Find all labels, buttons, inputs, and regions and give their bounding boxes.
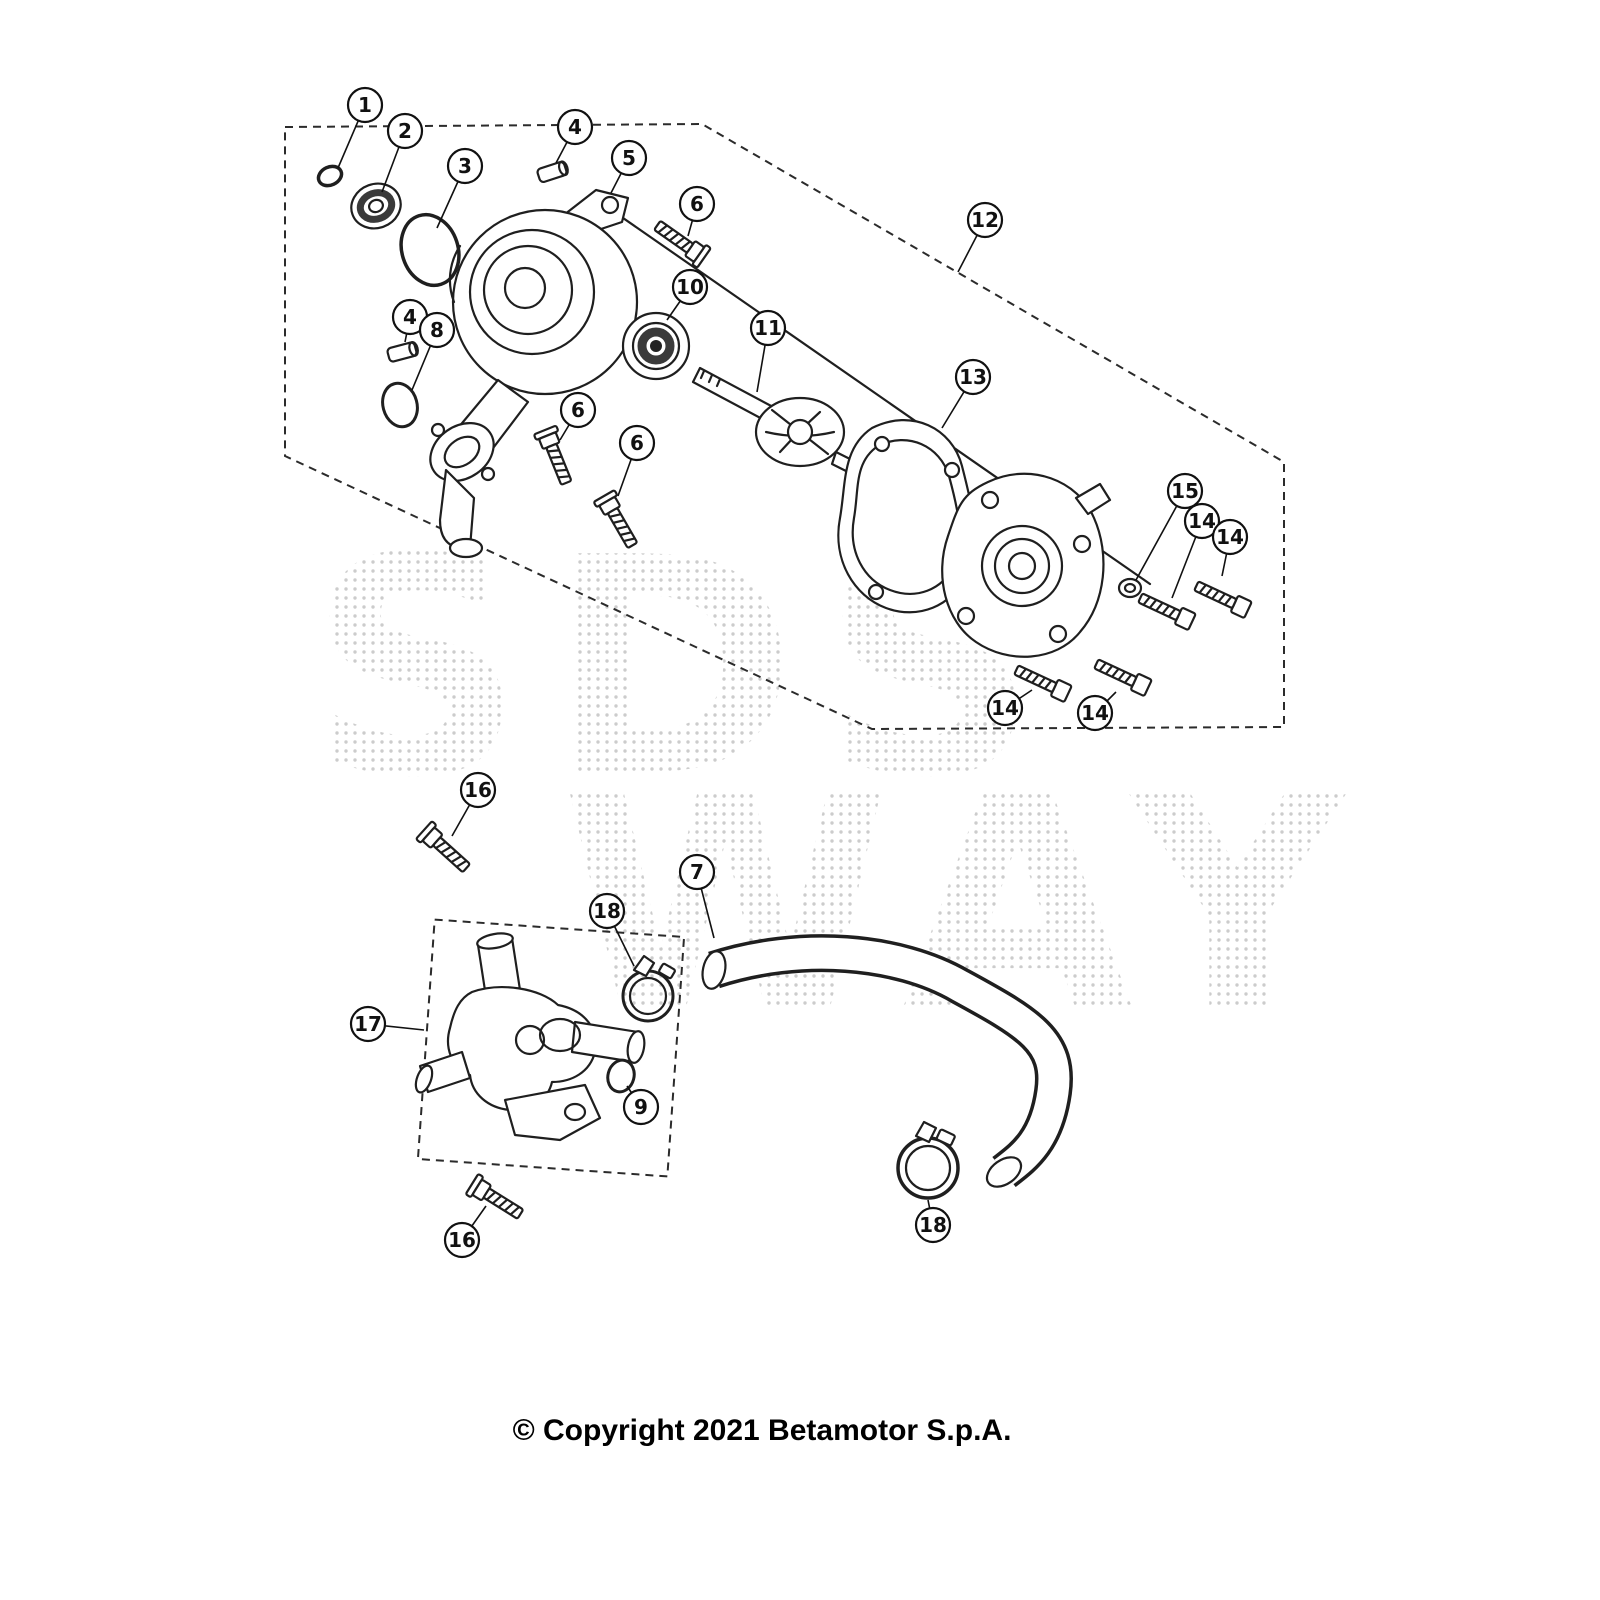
callout-12[interactable]: 12 <box>957 201 1004 273</box>
callout-6a[interactable]: 6 <box>678 185 716 237</box>
callout-4b[interactable]: 4 <box>391 298 429 343</box>
bolt-16b <box>465 1173 524 1220</box>
watermark-line-2: WAY <box>560 730 1370 1079</box>
oring-1 <box>316 164 344 188</box>
callout-18a[interactable]: 18 <box>588 892 635 967</box>
callout-3-label: 3 <box>458 154 472 178</box>
callout-15-label: 15 <box>1171 479 1199 503</box>
callout-17-label: 17 <box>354 1012 382 1036</box>
callout-14b-label: 14 <box>1216 525 1244 549</box>
callout-3[interactable]: 3 <box>436 147 484 229</box>
callout-16a[interactable]: 16 <box>451 771 497 837</box>
bolt-6b <box>533 425 572 486</box>
callout-4a[interactable]: 4 <box>555 108 594 164</box>
thermostat-housing-17 <box>414 932 646 1142</box>
upper-assembly-boundary <box>284 122 1285 731</box>
lower-assembly-boundary <box>416 918 686 1178</box>
callout-16b[interactable]: 16 <box>443 1205 487 1259</box>
dowel-pin-4b <box>386 340 419 363</box>
callout-14a-label: 14 <box>1188 509 1216 533</box>
callout-4b-label: 4 <box>403 305 417 329</box>
water-pump-housing <box>429 188 639 559</box>
callout-13[interactable]: 13 <box>941 358 992 429</box>
callout-4a-label: 4 <box>568 115 582 139</box>
oring-8 <box>381 381 419 429</box>
callout-1[interactable]: 1 <box>337 86 384 169</box>
screw-14a <box>1137 592 1197 631</box>
callout-18b-label: 18 <box>919 1213 947 1237</box>
callout-12-label: 12 <box>971 208 999 232</box>
hose-7 <box>701 934 1073 1188</box>
callout-1-label: 1 <box>358 93 372 117</box>
clamp-18a <box>621 954 676 1023</box>
oring-9 <box>606 1058 636 1094</box>
callout-14d-label: 14 <box>1081 701 1109 725</box>
callout-6c-label: 6 <box>630 431 644 455</box>
callout-9[interactable]: 9 <box>622 1085 660 1126</box>
washer-15 <box>1117 577 1143 599</box>
callout-6a-label: 6 <box>690 192 704 216</box>
callout-11[interactable]: 11 <box>749 309 787 393</box>
callout-17[interactable]: 17 <box>349 1005 425 1043</box>
screw-14c <box>1013 664 1073 703</box>
callout-15[interactable]: 15 <box>1135 472 1204 581</box>
impeller-shaft-11 <box>691 366 854 474</box>
callout-16b-label: 16 <box>448 1228 476 1252</box>
screw-14d <box>1093 658 1153 697</box>
callout-9-label: 9 <box>634 1095 648 1119</box>
clamp-18b <box>896 1120 960 1200</box>
callout-18b[interactable]: 18 <box>914 1199 952 1244</box>
screw-14b <box>1193 580 1253 619</box>
callout-6b[interactable]: 6 <box>559 391 597 441</box>
callout-5-label: 5 <box>622 146 636 170</box>
callout-6b-label: 6 <box>571 398 585 422</box>
callout-2[interactable]: 2 <box>381 112 424 193</box>
callout-5[interactable]: 5 <box>610 139 648 194</box>
callout-7-label: 7 <box>690 860 704 884</box>
callout-11-label: 11 <box>754 316 782 340</box>
callout-13-label: 13 <box>959 365 987 389</box>
callout-2-label: 2 <box>398 119 412 143</box>
callout-7[interactable]: 7 <box>678 853 716 939</box>
bolt-6c <box>593 489 638 549</box>
bolt-16a <box>415 820 471 873</box>
bearing-2 <box>350 182 402 230</box>
callout-14c-label: 14 <box>991 696 1019 720</box>
callout-8-label: 8 <box>430 318 444 342</box>
callout-14d[interactable]: 14 <box>1076 691 1117 732</box>
callout-10[interactable]: 10 <box>666 268 709 321</box>
copyright-text: © Copyright 2021 Betamotor S.p.A. <box>513 1414 1012 1447</box>
callout-18a-label: 18 <box>593 899 621 923</box>
callout-6c[interactable]: 6 <box>617 424 656 497</box>
callout-14c[interactable]: 14 <box>986 689 1033 727</box>
callout-16a-label: 16 <box>464 778 492 802</box>
callout-8[interactable]: 8 <box>411 311 456 391</box>
bearing-10 <box>621 311 691 381</box>
pump-cover <box>941 472 1112 658</box>
bolt-6a <box>653 220 712 269</box>
oring-3 <box>399 212 461 288</box>
callout-14b[interactable]: 14 <box>1211 518 1249 577</box>
dowel-pin-4a <box>536 160 569 184</box>
callout-14a[interactable]: 14 <box>1171 502 1221 599</box>
callout-10-label: 10 <box>676 275 704 299</box>
